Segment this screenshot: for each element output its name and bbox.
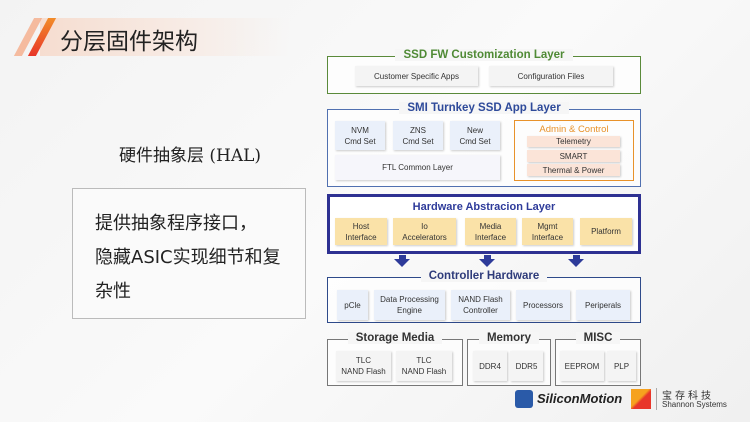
tlc-nand-flash: TLC NAND Flash [396, 351, 452, 381]
label: Mgmt [537, 221, 558, 231]
description-line: 隐藏ASIC实现细节和复 [95, 247, 281, 268]
ddr5: DDR5 [510, 351, 543, 381]
shannon-en-name: Shannon Systems [662, 400, 727, 409]
memory-title: Memory [478, 332, 540, 344]
tlc-nand-flash: TLC NAND Flash [336, 351, 391, 381]
label: ZNS [410, 125, 426, 135]
description-box: 提供抽象程序接口， 隐藏ASIC实现细节和复 杂性 [72, 188, 306, 319]
label: Host [352, 221, 370, 231]
hal-label: 硬件抽象层 (HAL) [118, 146, 262, 166]
label: Cmd Set [459, 136, 491, 146]
smart: SMART [527, 150, 620, 162]
page-title: 分层固件架构 [60, 29, 198, 55]
label: Interface [345, 232, 377, 242]
siliconmotion-logo: SiliconMotion [537, 391, 623, 406]
down-arrow-icon [479, 255, 495, 267]
title-banner [40, 18, 290, 56]
controller-title: Controller Hardware [420, 270, 548, 282]
configuration-files: Configuration Files [489, 66, 613, 86]
label: New [466, 125, 483, 135]
label: TLC [416, 356, 432, 365]
ddr4: DDR4 [473, 351, 507, 381]
storage-title: Storage Media [347, 332, 443, 344]
ftl-common-layer: FTL Common Layer [335, 155, 500, 180]
label: Accelerators [402, 232, 447, 242]
label: Engine [397, 306, 422, 315]
label: TLC [355, 356, 372, 365]
pcie: pCle [337, 290, 368, 320]
shannon-cn-name: 宝存科技 [662, 391, 714, 402]
description-line: 杂性 [95, 281, 131, 302]
label: Controller [463, 306, 498, 315]
label: NVM [351, 125, 369, 135]
platform: Platform [580, 218, 632, 245]
misc-title: MISC [575, 332, 621, 344]
label: Media [479, 221, 502, 231]
down-arrow-icon [568, 255, 584, 267]
label: NAND Flash [458, 295, 503, 304]
plp: PLP [607, 351, 636, 381]
thermal-power: Thermal & Power [527, 164, 620, 176]
smi-app-title: SMI Turnkey SSD App Layer [399, 102, 569, 114]
peripherals: Periperals [576, 290, 630, 320]
label: NAND Flash [401, 367, 447, 376]
label: Data Processing [380, 295, 439, 304]
down-arrow-icon [394, 255, 410, 267]
customer-specific-apps: Customer Specific Apps [355, 66, 478, 86]
hal-title: Hardware Abstracion Layer [412, 201, 556, 213]
customization-title: SSD FW Customization Layer [395, 49, 573, 61]
label: Interface [474, 232, 507, 242]
shannon-logo-icon [631, 389, 651, 409]
label: Io [421, 221, 428, 231]
label: NAND Flash [341, 367, 386, 376]
description-line: 提供抽象程序接口， [95, 213, 257, 234]
admin-control-group: Admin & Control [514, 120, 634, 181]
siliconmotion-logo-icon [515, 390, 533, 408]
label: Interface [531, 232, 564, 242]
divider [656, 388, 657, 410]
label: Cmd Set [344, 136, 376, 146]
telemetry: Telemetry [527, 136, 620, 147]
admin-control-title: Admin & Control [539, 124, 609, 135]
label: Cmd Set [402, 136, 434, 146]
eeprom: EEPROM [560, 351, 604, 381]
processors: Processors [516, 290, 570, 320]
